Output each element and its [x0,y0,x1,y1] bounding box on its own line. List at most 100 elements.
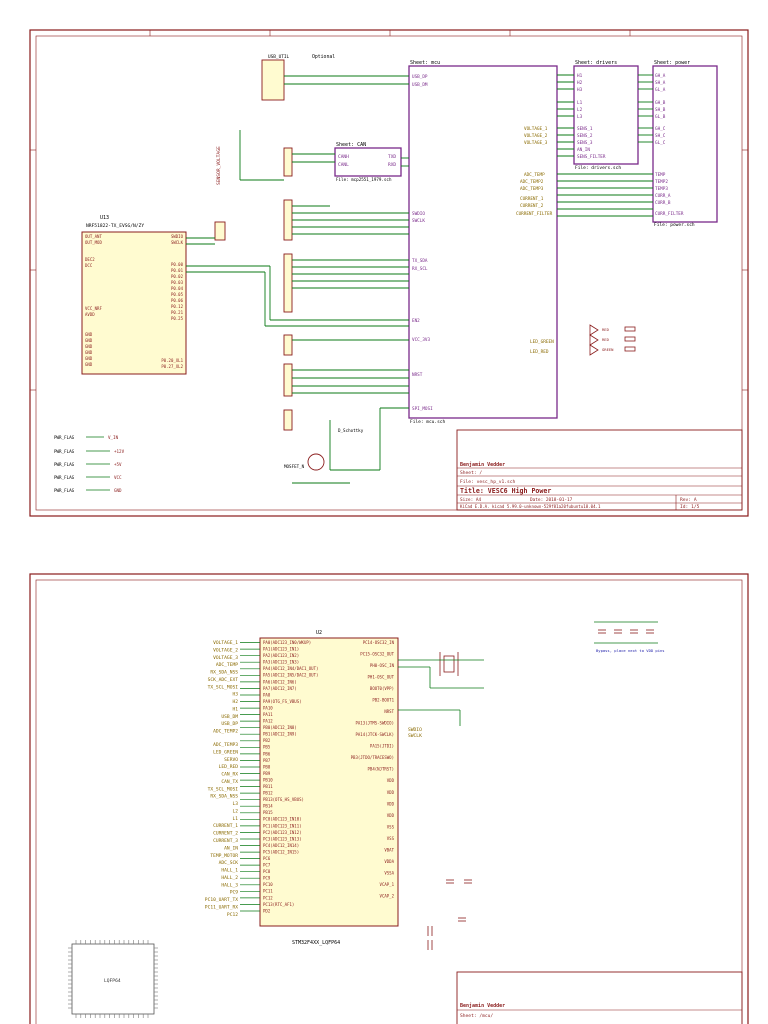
nrf-pin: P0.05 [171,292,184,297]
nrf-pin: SWDIO [171,234,184,239]
power-pin: GL_B [655,114,666,120]
drivers-pin: L2 [577,107,583,113]
stm32-left-pin: PB2 [263,738,271,743]
title-kicad: KiCad E.D.A. kicad 5.99.0-unknown-529f81… [460,504,601,509]
stm32-left-pin: PC0(ADC123_IN10) [263,817,302,822]
nrf-pin: P0.06 [171,298,184,303]
nrf-pin: P0.12 [171,304,184,309]
stm32-right-pin: VSS [387,824,395,829]
drivers-pin: SENS_1 [577,126,593,132]
connector-p1[interactable] [283,147,293,177]
sheet-power-box[interactable] [652,65,718,223]
connector-p4[interactable] [283,334,293,356]
stm32-left-pin: PA9(OTG_FS_VBUS) [263,699,302,704]
connector-p5[interactable] [283,363,293,397]
stm32-left-net: H2 [232,699,238,705]
stm32-right-pin: VCAP_2 [380,893,395,898]
stm32-block[interactable] [259,637,399,927]
sheet-drivers-file: File: drivers.sch [575,165,621,171]
stm32-left-pin: PC6 [263,856,271,861]
power-pin: SH_B [655,107,666,113]
lqfp64-package [71,943,155,1015]
title-block: Benjamin Vedder Sheet: / File: vesc_hp_v… [456,429,743,511]
drivers-pin: AN_IN [577,147,590,153]
nrf-pin: GND [85,356,93,361]
usb-ref: USB_UTIL [268,54,290,60]
can-pin-canh: CANH [338,154,349,160]
sensor-voltage-label: SENSOR_VOLTAGE [216,146,222,185]
nrf-pin: P0.27_XL2 [161,364,183,369]
stm32-left-pin: PA6(ADC12_IN6) [263,679,297,684]
nrf-pin: P0.00 [171,262,184,267]
nrf-pin: P0.04 [171,286,184,291]
stm32-left-net: VOLTAGE_1 [213,640,238,646]
power-net: V_IN [108,435,119,440]
stm32-left-net: SERVO [224,757,238,763]
stm32-left-pin: PA0(ADC123_IN0/WKUP) [263,640,311,645]
nrf-pin: GND [85,344,93,349]
mcu-pin: TX_SDA [412,258,428,264]
stm32-left-pin: PA8 [263,692,271,697]
sheet-drivers-box[interactable] [573,65,639,165]
usb-connector[interactable] [261,59,285,101]
mosfet-label: MOSFET_N [284,464,305,469]
nrf-module-block[interactable] [81,231,187,375]
nrf-pin: VCC_NRF [85,306,102,311]
power-pin: GH_B [655,100,666,106]
led-diode [589,344,599,356]
mcu-pin: EN2 [412,318,420,324]
stm32-left-net: L3 [232,801,238,807]
connector-p6[interactable] [283,409,293,431]
connector-p3[interactable] [283,253,293,313]
sheet-power-file: File: power.sch [654,222,695,228]
stm32-left-pin: PB8 [263,764,271,769]
wires-main [186,75,409,484]
stm32-right-pin: PA14(JTCK-SWCLK) [355,732,394,737]
sheet-inner-border [35,35,743,511]
led-green-label: LED_GREEN [530,339,554,345]
stm32-left-net: ADC_TEMP [216,662,238,668]
led-color: RED [602,337,610,342]
stm32-left-pin: PC5(ADC12_IN15) [263,850,299,855]
power-pin-labels: GH_A SH_A GL_A GH_B SH_B GL_B GH_C SH_C … [655,73,684,217]
stm32-left-pin: PC8 [263,869,271,874]
nrf-pin: OUT_MOD [85,240,102,245]
mcu-pin: USB_DP [412,74,428,80]
schematic-sheet-mcu: U2 STM32F4XX_LQFP64 PA0(ADC123_IN0/WKUP)… [0,548,768,1024]
stm32-left-pin: PB10 [263,778,273,783]
stm32-left-pin: PA4(ADC12_IN4/DAC1_OUT) [263,666,318,671]
lqfp64-label: LQFP64 [104,978,121,984]
can-pin-canl: CANL [338,162,349,168]
nrf-pin: P0.21 [171,310,184,315]
stm32-right-pin: PB2-BOOT1 [372,698,394,703]
power-flags: PWR_FLAG PWR_FLAG PWR_FLAG PWR_FLAG PWR_… [54,435,75,493]
title2-sheet: Sheet: /mcu/ [460,1013,493,1019]
stm32-left-pin: PA10 [263,706,273,711]
sheet-can-box[interactable] [334,147,402,177]
connector-swd[interactable] [214,221,226,241]
stm32-left-net: PC11_UART_RX [205,905,238,911]
title-sheet: Sheet: / [460,470,482,476]
sheet-can-title: Sheet: CAN [336,142,366,148]
led-color: RED [602,327,610,332]
nrf-pin: P0.25 [171,316,184,321]
stm32-left-pin: PC12 [263,895,273,900]
stm32-right-pins: PC14-OSC32_INPC15-OSC32_OUTPH0-OSC_INPH1… [351,640,395,898]
stm32-left-net: PC12 [227,912,238,918]
title-rev: Rev: A [680,497,697,503]
power-flag-wires [86,436,110,491]
lqfp64-pins [68,940,158,1018]
stm32-left-pin: PA12 [263,719,273,724]
sheet-mcu-box[interactable] [408,65,558,419]
stm32-right-pin: PH0-OSC_IN [370,663,395,668]
connectors [214,59,293,431]
net-label: ADC_TEMP3 [520,186,544,192]
nrf-right-pins: SWDIO SWCLK P0.00 P0.01 P0.02 P0.03 P0.0… [161,234,183,369]
led-diode [589,334,599,346]
nrf-pin: AVDD [85,312,95,317]
connector-p2[interactable] [283,199,293,241]
led-labels: LED_GREEN LED_RED [530,339,554,355]
stm32-left-pin: PB6 [263,751,271,756]
stm32-left-pin: PB0(ADC12_IN8) [263,725,297,730]
stm32-left-pin: PB5 [263,745,271,750]
